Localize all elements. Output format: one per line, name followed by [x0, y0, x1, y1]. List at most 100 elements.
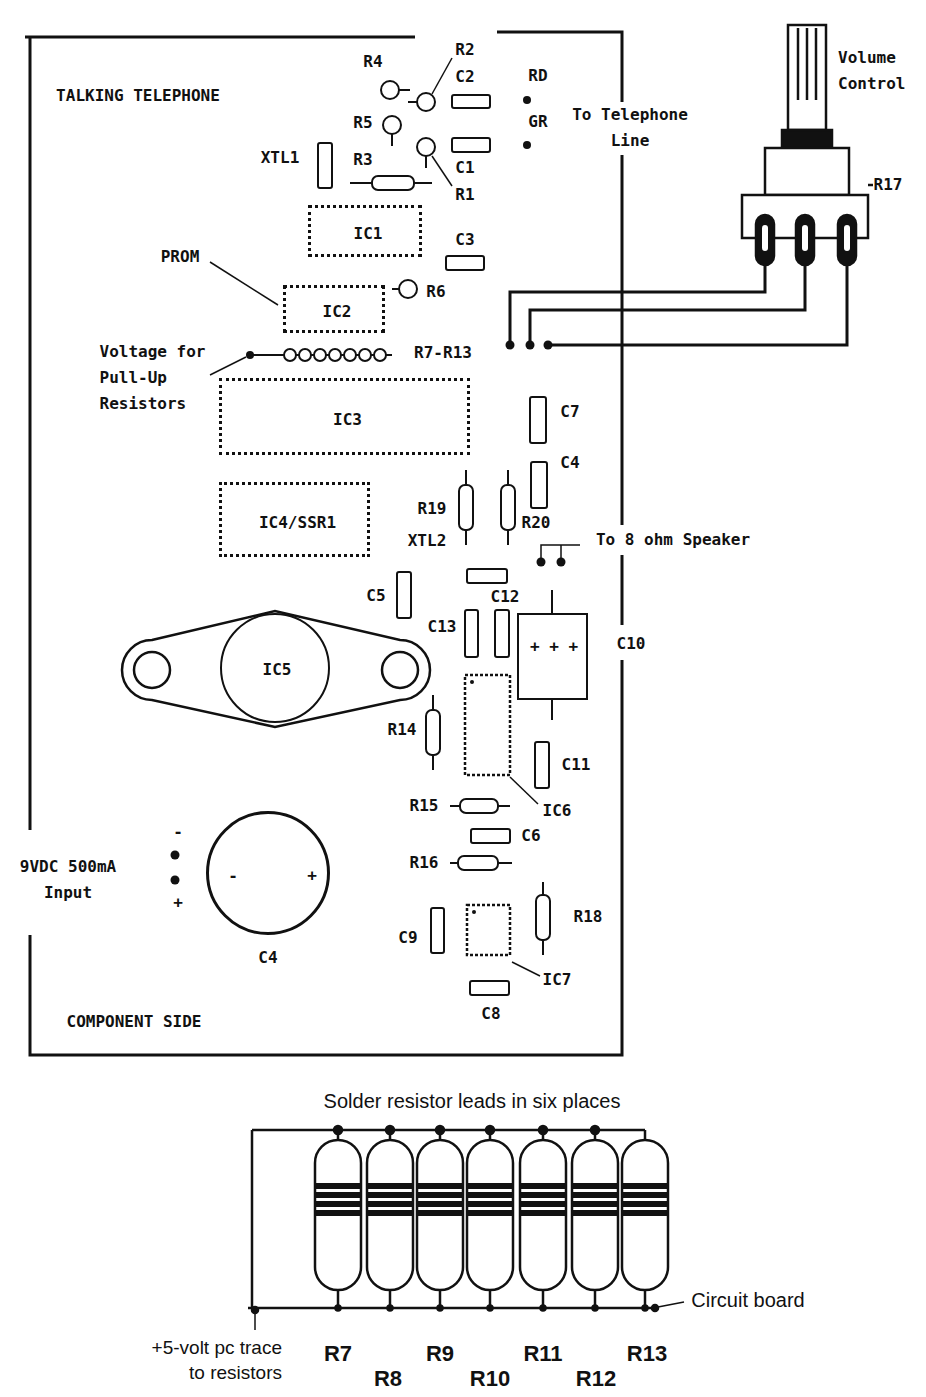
note-text: +5-volt pc trace to resistors — [132, 1335, 282, 1385]
resistor-mounting-detail — [436, 1126, 444, 1134]
board-title: TALKING TELEPHONE — [56, 83, 220, 109]
capacitor-symbol — [431, 908, 444, 953]
volume-control — [762, 225, 768, 251]
resistor-mounting-detail — [467, 1140, 513, 1290]
leader-line — [210, 357, 246, 375]
resistor-mounting-detail — [315, 1210, 361, 1216]
resistor-symbol — [399, 89, 410, 91]
resistor-mounting-detail — [622, 1210, 668, 1216]
volume-control — [844, 225, 850, 251]
part-label: XTL2 — [408, 528, 447, 554]
resistor-label: R10 — [470, 1366, 510, 1391]
part-label: R19 — [418, 496, 447, 522]
resistor-symbol — [459, 485, 473, 530]
resistor-label: R8 — [374, 1366, 402, 1391]
resistor-mounting-detail — [367, 1140, 413, 1290]
component-label: - — [228, 863, 238, 889]
resistor-label: R12 — [576, 1366, 616, 1391]
component-label: IC4/SSR1 — [259, 510, 336, 536]
leader-line — [658, 1302, 684, 1307]
resistor-mounting-detail — [248, 1126, 668, 1313]
part-label: C4 — [560, 450, 579, 476]
volume-control — [838, 215, 856, 265]
part-label: RD — [528, 63, 547, 89]
resistor-mounting-detail — [467, 1210, 513, 1216]
part-label: R16 — [410, 850, 439, 876]
relay-chip: IC4/SSR1 — [219, 482, 370, 557]
component-label: C10 — [617, 631, 646, 657]
component-label: IC2 — [323, 299, 352, 325]
capacitor-symbol — [495, 610, 509, 657]
terminal-pad — [171, 876, 180, 885]
resistor-mounting-detail — [367, 1192, 413, 1198]
volume-control — [815, 28, 818, 100]
component-label: IC1 — [354, 221, 383, 247]
pin-one-dot — [472, 910, 476, 914]
transistor-flange — [122, 611, 430, 727]
part-label: R17 — [874, 172, 903, 198]
resistor-mounting-detail — [417, 1201, 463, 1207]
pin-one-dot — [470, 680, 474, 684]
resistor-symbol — [417, 93, 435, 111]
resistor-mounting-detail — [572, 1210, 618, 1216]
resistor-label: R13 — [627, 1341, 667, 1366]
capacitor-symbol — [551, 700, 553, 720]
terminal-pad — [171, 851, 180, 860]
resistor-mounting-detail — [622, 1201, 668, 1207]
resistor-symbol — [426, 710, 440, 755]
leader-line — [210, 58, 684, 1330]
transistor-flange — [382, 652, 418, 688]
board-title: COMPONENT SIDE — [67, 1009, 202, 1035]
resistor-mounting-detail — [541, 1306, 546, 1311]
pull-up-resistor-chain — [284, 349, 296, 361]
part-label: To 8 ohm Speaker — [596, 527, 750, 553]
resistor-mounting-detail — [417, 1183, 463, 1189]
volume-control — [796, 215, 814, 265]
pin-one-dot — [470, 680, 476, 914]
control-wire — [548, 265, 847, 345]
part-label: C9 — [398, 925, 417, 951]
resistor-symbol — [399, 280, 417, 298]
capacitor-symbol — [397, 572, 411, 618]
resistor-mounting-detail — [386, 1126, 394, 1134]
capacitor-symbol — [531, 462, 547, 508]
capacitor-symbol — [471, 829, 510, 843]
resistor-mounting-detail — [622, 1192, 668, 1198]
pull-up-resistor-chain — [314, 349, 326, 361]
ic-chip: IC3 — [219, 378, 470, 455]
resistor-mounting-detail — [488, 1306, 493, 1311]
part-label: 9VDC 500mA Input — [16, 854, 121, 906]
terminal-pad — [537, 558, 546, 567]
resistor-label: R7 — [324, 1341, 352, 1366]
part-label: R14 — [388, 717, 417, 743]
component-label: C4 — [258, 945, 277, 971]
resistor-symbol — [391, 134, 393, 146]
resistor-mounting-detail — [248, 1130, 655, 1308]
part-label: C11 — [562, 752, 591, 778]
resistor-symbol — [460, 799, 498, 813]
resistor-mounting-detail — [315, 1192, 361, 1198]
board-outline — [25, 32, 622, 1055]
chip-outline — [465, 675, 510, 955]
part-label: IC7 — [543, 967, 572, 993]
resistor-mounting-detail — [591, 1126, 599, 1134]
resistor-label: R9 — [426, 1341, 454, 1366]
resistor-mounting-detail — [467, 1183, 513, 1189]
pull-up-resistor-chain — [250, 349, 392, 361]
volume-control — [782, 130, 832, 148]
leader-line — [210, 262, 278, 305]
part-label: IC6 — [543, 798, 572, 824]
regulator-can: IC5 — [220, 613, 330, 723]
resistor-mounting-detail — [520, 1201, 566, 1207]
capacitor-symbol — [551, 590, 553, 613]
leader-line — [432, 156, 452, 186]
resistor-mounting-detail — [520, 1192, 566, 1198]
resistor-mounting-detail — [367, 1210, 413, 1216]
resistor-symbol — [372, 176, 414, 190]
capacitor-symbol — [530, 397, 546, 443]
resistor-mounting-detail — [644, 1130, 647, 1140]
part-label: Voltage for Pull-Up Resistors — [100, 339, 215, 417]
resistor-mounting-detail — [336, 1306, 341, 1311]
resistor-mounting-detail — [643, 1306, 648, 1311]
part-label: C5 — [366, 583, 385, 609]
